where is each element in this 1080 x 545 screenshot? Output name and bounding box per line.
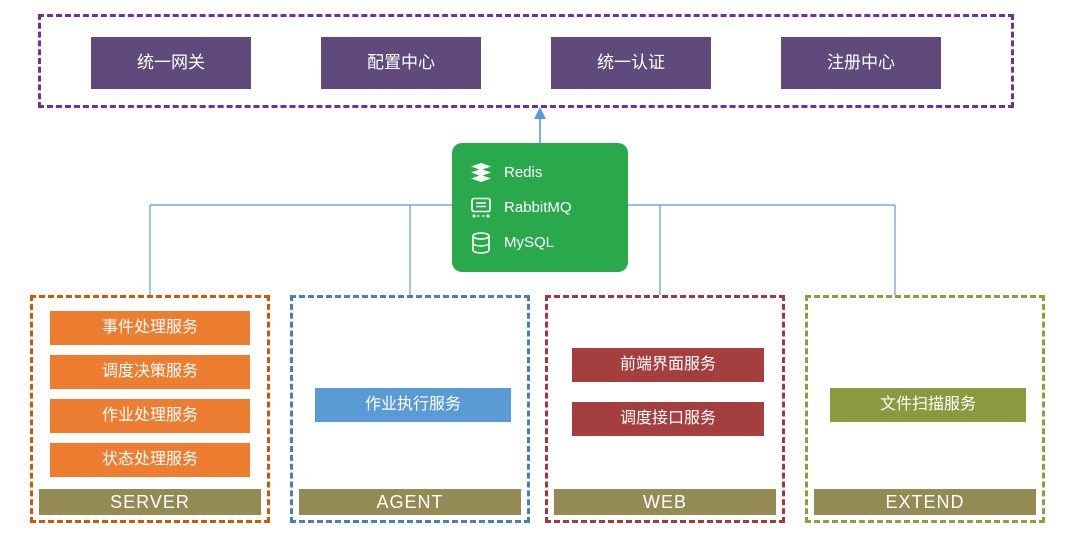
group-web: 前端界面服务 调度接口服务 WEB [545, 295, 785, 523]
middleware-rabbitmq: RabbitMQ [468, 195, 612, 221]
service-event-processing: 事件处理服务 [50, 311, 250, 345]
service-schedule-interface: 调度接口服务 [572, 402, 764, 436]
middleware-node: Redis RabbitMQ [452, 143, 628, 272]
platform-layer-group: 统一网关 配置中心 统一认证 注册中心 [38, 14, 1014, 108]
service-frontend-ui: 前端界面服务 [572, 348, 764, 382]
rabbitmq-icon [468, 195, 494, 221]
middleware-label: MySQL [504, 234, 555, 251]
middleware-mysql: MySQL [468, 230, 612, 256]
node-registry-center: 注册中心 [781, 37, 941, 89]
node-unified-auth: 统一认证 [551, 37, 711, 89]
middleware-label: Redis [504, 164, 543, 181]
service-job-execution: 作业执行服务 [315, 388, 511, 422]
group-label-agent: AGENT [299, 489, 521, 515]
middleware-redis: Redis [468, 160, 612, 186]
group-extend: 文件扫描服务 EXTEND [805, 295, 1045, 523]
group-label-server: SERVER [39, 489, 261, 515]
redis-icon [468, 160, 494, 186]
group-label-web: WEB [554, 489, 776, 515]
service-schedule-decision: 调度决策服务 [50, 355, 250, 389]
service-file-scan: 文件扫描服务 [830, 388, 1026, 422]
group-agent: 作业执行服务 AGENT [290, 295, 530, 523]
node-unified-gateway: 统一网关 [91, 37, 251, 89]
arrow-up-icon [534, 107, 546, 119]
service-job-processing: 作业处理服务 [50, 399, 250, 433]
service-status-processing: 状态处理服务 [50, 443, 250, 477]
middleware-label: RabbitMQ [504, 199, 572, 216]
node-config-center: 配置中心 [321, 37, 481, 89]
mysql-icon [468, 230, 494, 256]
group-label-extend: EXTEND [814, 489, 1036, 515]
group-server: 事件处理服务 调度决策服务 作业处理服务 状态处理服务 SERVER [30, 295, 270, 523]
